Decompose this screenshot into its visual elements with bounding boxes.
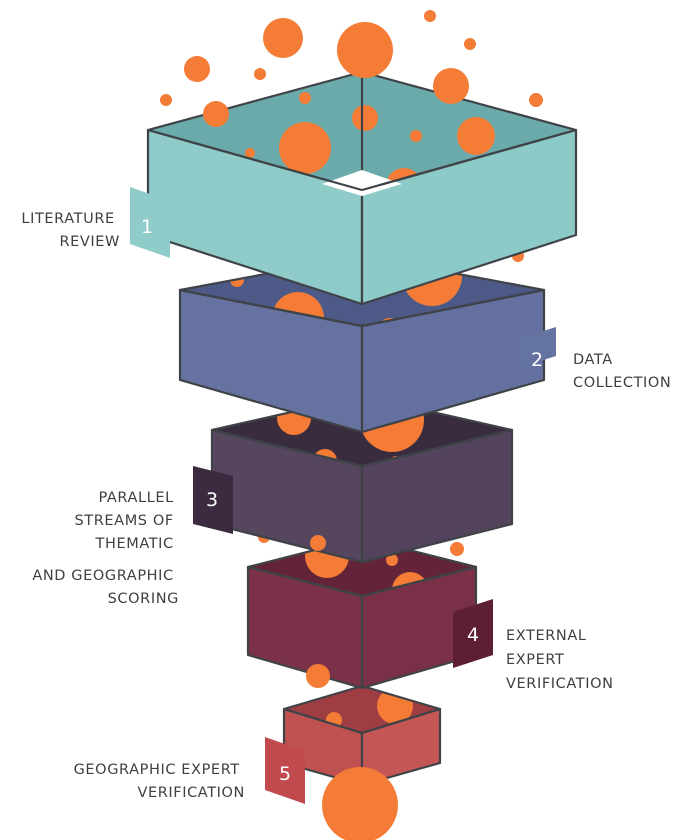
stage-3-flag <box>193 466 233 534</box>
orange-dot <box>184 56 210 82</box>
orange-dot <box>254 68 266 80</box>
orange-dot <box>279 122 331 174</box>
orange-dot <box>352 105 378 131</box>
orange-dot <box>299 92 311 104</box>
stage-2-flag <box>518 327 556 368</box>
stage-4-tag: 4 <box>453 599 493 668</box>
falling-dot <box>306 664 330 688</box>
orange-dot <box>529 93 543 107</box>
stage-5-number: 5 <box>279 763 291 785</box>
box-1-opening <box>322 170 402 196</box>
stage-5-label: GEOGRAPHIC EXPERT VERIFICATION <box>74 762 245 801</box>
orange-dot <box>424 10 436 22</box>
orange-dot <box>410 130 422 142</box>
orange-dot <box>386 554 398 566</box>
stage-3-label: PARALLEL STREAMS OF THEMATIC AND GEOGRAP… <box>32 490 179 607</box>
orange-dot <box>245 148 255 158</box>
orange-dot <box>457 117 495 155</box>
stage-5-tag: 5 <box>265 737 305 804</box>
funnel-box-1 <box>146 70 578 306</box>
funnel-box-4 <box>246 536 478 690</box>
orange-dot <box>263 18 303 58</box>
rising-dots <box>160 10 543 127</box>
orange-dot <box>337 22 393 78</box>
stage-4-flag <box>453 599 493 668</box>
orange-dot <box>433 68 469 104</box>
orange-dot <box>464 38 476 50</box>
stage-3-number: 3 <box>206 489 218 511</box>
stage-4-label: EXTERNAL EXPERT VERIFICATION <box>506 628 614 692</box>
stage-1-label: LITERATURE REVIEW <box>21 211 120 250</box>
orange-dot <box>160 94 172 106</box>
stage-2-label: DATA COLLECTION <box>573 352 671 391</box>
stage-5-flag <box>265 737 305 804</box>
bottom-dot <box>322 767 398 840</box>
stage-4-number: 4 <box>467 624 479 646</box>
falling-dot <box>310 535 326 551</box>
stage-1-number: 1 <box>141 216 153 238</box>
stage-2-tag: 2 <box>518 327 556 371</box>
falling-dot <box>450 542 464 556</box>
stage-2-number: 2 <box>531 349 543 371</box>
stage-1-tag: 1 <box>130 187 170 258</box>
orange-dot <box>203 101 229 127</box>
stage-3-tag: 3 <box>193 466 233 534</box>
stage-1-flag <box>130 187 170 258</box>
